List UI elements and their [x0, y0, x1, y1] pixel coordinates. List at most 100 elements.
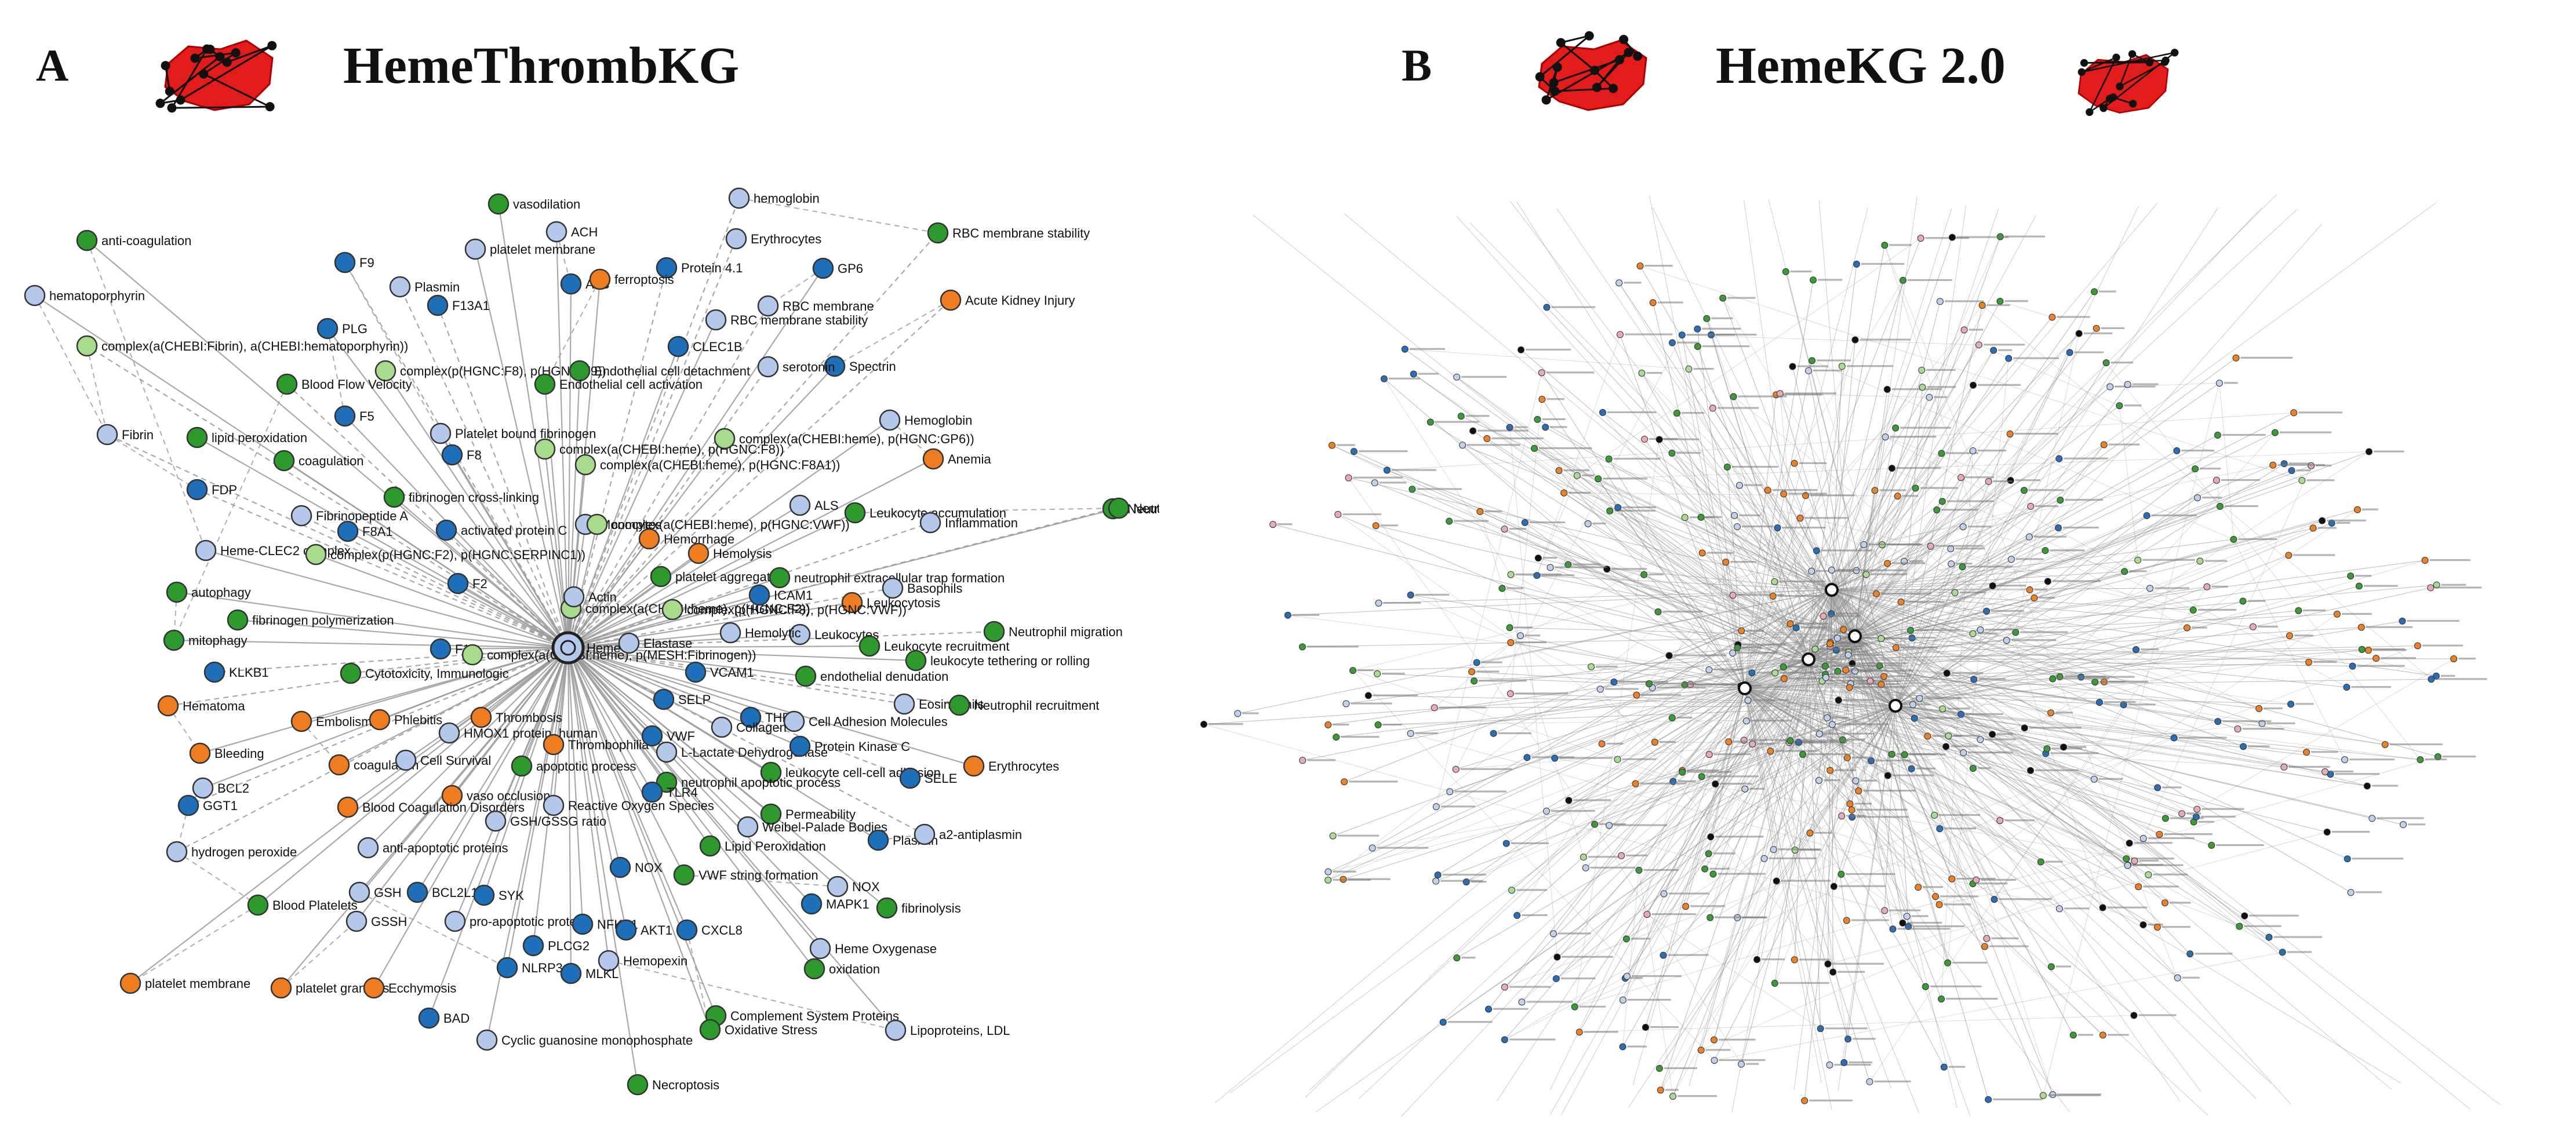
graph-node: [1938, 450, 1978, 457]
graph-node: [1897, 598, 1945, 606]
graph-node: [2364, 647, 2407, 654]
graph-node: [1970, 676, 2006, 683]
graph-node: [2236, 922, 2282, 930]
graph-node: ferroptosis: [589, 268, 674, 290]
graph-node: [1678, 331, 1735, 339]
graph-node: [1959, 523, 1991, 531]
graph-node: [2130, 1012, 2177, 1019]
graph-node: [2124, 381, 2159, 388]
node-label: complex(p(HGNC:F2), p(HGNC:SERPINC1)): [330, 548, 585, 562]
graph-node: [1705, 751, 1751, 758]
graph-node: [1838, 363, 1893, 370]
graph-node: [1872, 590, 1932, 597]
graph-node: [1502, 840, 1549, 847]
graph-node: complex(a(CHEBI:Fibrin), a(CHEBI:hematop…: [76, 335, 408, 357]
graph-node: [1369, 844, 1429, 852]
graph-node: [2215, 380, 2238, 387]
graph-node: [1826, 1061, 1871, 1068]
graph-node: [1298, 643, 1359, 651]
graph-node: [1555, 467, 1590, 475]
graph-node: [1733, 523, 1774, 530]
graph-node: [1938, 498, 1995, 505]
graph-node: [1457, 413, 1490, 420]
graph-node: [2026, 767, 2079, 774]
graph-node: [2091, 288, 2116, 296]
node-label: Complement System Proteins: [730, 1009, 899, 1023]
node-label: Protein Kinase C: [814, 739, 910, 754]
graph-node: [1892, 644, 1938, 651]
graph-node: [1656, 1064, 1697, 1072]
graph-node: [1606, 822, 1667, 829]
graph-node: Leukocytosis: [841, 592, 940, 614]
graph-node: [1407, 591, 1450, 599]
node-label: complex(a(CHEBI:heme), p(HGNC:VWF)): [612, 517, 850, 532]
graph-node: [1883, 386, 1942, 393]
graph-node: Necroptosis: [627, 1074, 719, 1096]
graph-node: Hematoma: [157, 695, 245, 717]
graph-node: Protein 4.1: [656, 257, 743, 279]
graph-node: [2134, 556, 2195, 564]
graph-node: Neutrophil migration: [983, 621, 1123, 643]
graph-node: [1439, 1019, 1493, 1026]
graph-node: [1820, 612, 1861, 620]
graph-node: [1635, 866, 1679, 874]
graph-node: Collagen: [711, 716, 787, 738]
graph-node: [2191, 465, 2221, 473]
nodes-layer-a: anti-coagulationhematoporphyrincomplex(a…: [24, 187, 1159, 1096]
graph-node: Cyclic guanosine monophosphate: [476, 1029, 693, 1051]
node-label: lipid peroxidation: [212, 431, 307, 445]
node-label: serotonin: [783, 360, 835, 374]
nodes-layer-b: [1200, 233, 2487, 1104]
graph-node: VWF: [641, 725, 695, 747]
graph-node: [1741, 785, 1765, 793]
graph-node: [1827, 767, 1857, 774]
panel-a-title: HemeThrombKG: [343, 37, 740, 94]
node-label: Neutrophils: [1127, 502, 1159, 516]
graph-node: [1462, 878, 1487, 886]
graph-node: [1815, 776, 1840, 784]
graph-node: SYK: [473, 884, 524, 906]
graph-node: [1729, 592, 1785, 599]
node-label: RBC membrane stability: [730, 313, 868, 327]
graph-node: Cell Adhesion Molecules: [783, 710, 948, 732]
node-label: complex(a(CHEBI:heme), p(HGNC:F8)): [559, 442, 784, 457]
graph-node: [1989, 731, 2014, 738]
graph-node: [1434, 871, 1486, 878]
node-label: Hemolysis: [713, 546, 772, 561]
node-label: KLKB1: [229, 665, 269, 680]
graph-node: [1549, 930, 1591, 938]
hub-node: Heme: [551, 631, 621, 665]
node-label: apoptotic process: [536, 759, 636, 774]
graph-node: [2140, 834, 2195, 842]
graph-node: [1805, 367, 1842, 374]
graph-node: [1810, 276, 1843, 284]
graph-node: [2047, 709, 2073, 717]
graph-node: [2027, 502, 2058, 510]
node-label: MLKL: [585, 966, 618, 981]
graph-node: Anemia: [922, 448, 991, 470]
graph-node: [2450, 655, 2476, 662]
graph-node: [2174, 974, 2200, 982]
graph-node: [1822, 674, 1883, 681]
graph-node: [1453, 954, 1476, 962]
graph-node: [1325, 876, 1371, 884]
node-label: BAD: [443, 1011, 470, 1026]
node-label: Actin: [588, 590, 617, 604]
graph-node: [1518, 998, 1573, 1006]
node-label: F13A1: [452, 298, 490, 313]
graph-node: [1878, 681, 1899, 688]
graph-node: [1764, 487, 1818, 494]
graph-node: [2349, 662, 2405, 670]
graph-node: [2069, 1031, 2094, 1039]
graph-node: [1350, 448, 1408, 455]
graph-node: [1707, 914, 1767, 921]
graph-node: [2193, 805, 2244, 813]
node-label: Collagen: [736, 720, 787, 735]
graph-node: [2162, 815, 2204, 822]
graph-node: [1473, 659, 1502, 666]
graph-node: [1813, 547, 1873, 555]
graph-node: [1591, 820, 1626, 828]
graph-node: TLR4: [641, 781, 698, 803]
graph-node: apoptotic process: [511, 755, 636, 777]
node-label: vaso occlusion: [467, 789, 550, 803]
